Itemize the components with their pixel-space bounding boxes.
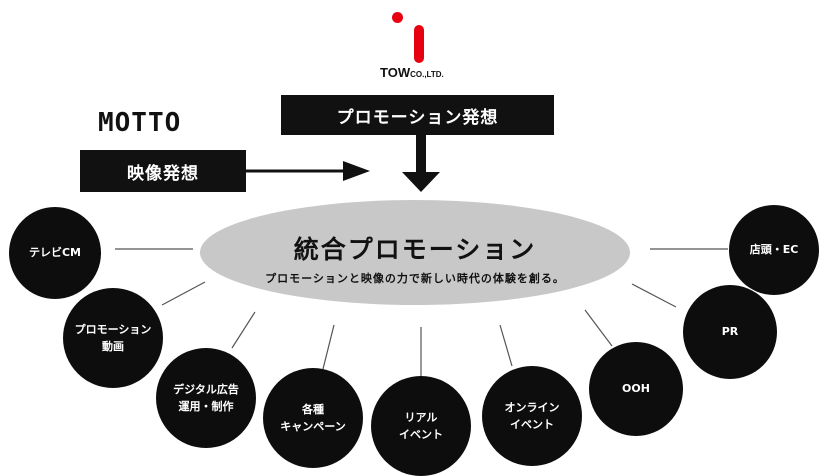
spoke-line-ooh xyxy=(584,309,613,347)
circle-real-event: リアル イベント xyxy=(371,376,471,476)
tow-logo-small-text: CO.,LTD. xyxy=(410,70,444,79)
integrated-promotion-ellipse xyxy=(200,200,630,305)
motto-logo: MOTTO xyxy=(98,108,182,138)
spoke-line-promo-video xyxy=(161,281,206,306)
tow-logo-dot-mark xyxy=(392,12,403,23)
circle-store-ec: 店頭・EC xyxy=(729,205,819,295)
circle-promotion-video: プロモーション 動画 xyxy=(63,288,163,388)
circle-online-event: オンライン イベント xyxy=(482,366,582,466)
integrated-promotion-subtitle: プロモーションと映像の力で新しい時代の体験を創る。 xyxy=(265,272,565,285)
down-arrow-shaft xyxy=(416,135,426,175)
integrated-promotion-title: 統合プロモーション xyxy=(293,235,537,264)
connector-lines xyxy=(115,135,728,376)
spoke-line-digital-ads xyxy=(231,311,256,349)
tow-logo-bar-mark xyxy=(414,25,424,63)
right-arrow-head xyxy=(343,161,370,181)
circle-ooh: OOH xyxy=(589,342,683,436)
down-arrow-head xyxy=(402,172,440,192)
promotion-idea-box: プロモーション発想 xyxy=(281,95,554,135)
tow-logo-main-text: TOW xyxy=(380,65,411,80)
spoke-line-pr xyxy=(631,283,677,308)
video-idea-box: 映像発想 xyxy=(80,150,246,192)
circle-tv-cm: テレビCM xyxy=(9,207,101,299)
circle-digital-ads: デジタル広告 運用・制作 xyxy=(156,348,256,448)
circle-campaign: 各種 キャンペーン xyxy=(263,368,363,468)
circle-pr: PR xyxy=(683,285,777,379)
spoke-line-campaign xyxy=(322,324,335,370)
spoke-line-online-event xyxy=(499,324,513,367)
tow-logo-text: TOWCO.,LTD. xyxy=(380,65,444,80)
